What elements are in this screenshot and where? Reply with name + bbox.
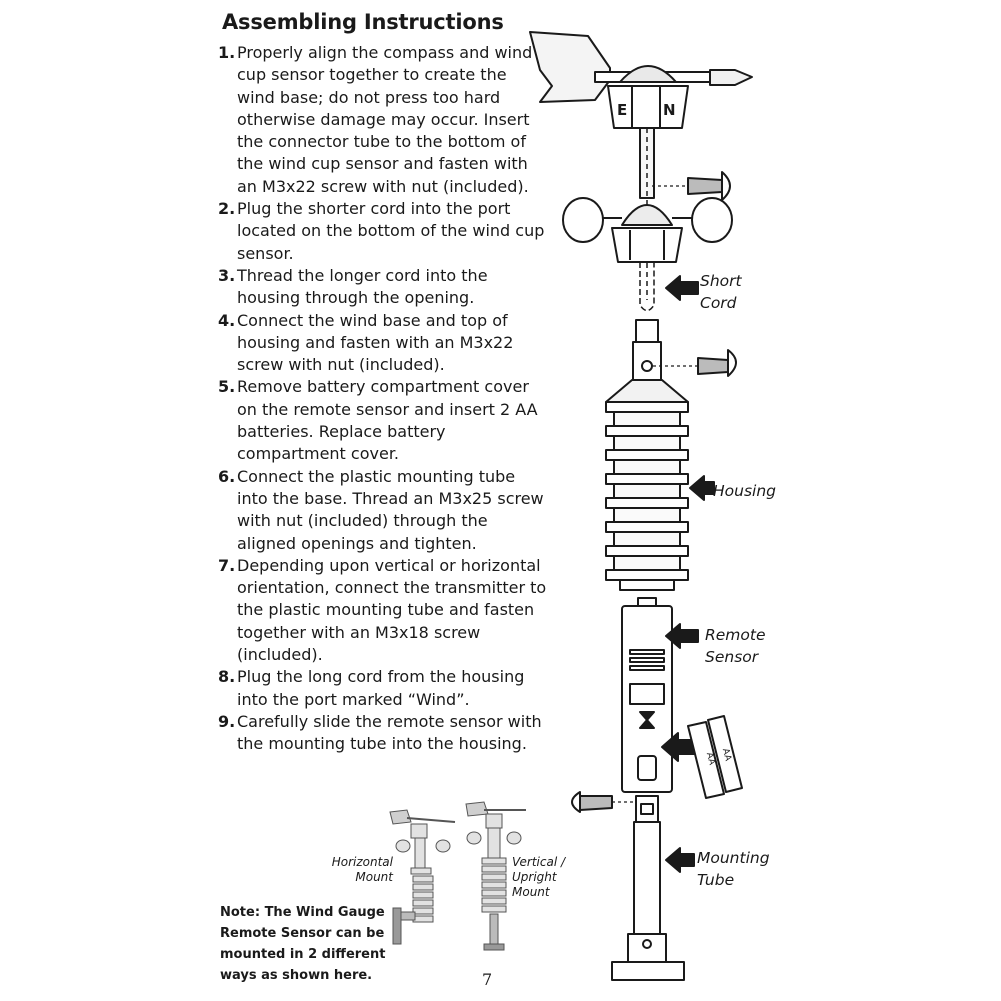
instruction-step: 3.Thread the longer cord into the housin… [218, 265, 548, 310]
arrow-icon [665, 847, 695, 873]
step-number: 4. [218, 310, 236, 330]
instruction-step: 7.Depending upon vertical or horizontal … [218, 555, 548, 666]
step-number: 7. [218, 555, 236, 575]
instruction-step: 4.Connect the wind base and top of housi… [218, 310, 548, 377]
step-text: Connect the wind base and top of housing… [237, 310, 514, 375]
vertical-mount-illustration [465, 801, 526, 951]
step-text: Connect the plastic mounting tube into t… [237, 466, 544, 553]
label-housing: Housing [713, 482, 777, 500]
label-horizontal-mount: Horizontal Mount [331, 855, 393, 884]
step-text: Depending upon vertical or horizontal or… [237, 555, 547, 665]
battery-label: AA [720, 747, 733, 762]
mounting-tube [611, 795, 685, 981]
arrow-icon [689, 475, 715, 501]
instruction-step: 2.Plug the shorter cord into the port lo… [218, 198, 548, 265]
arrow-icon [665, 275, 699, 301]
instruction-list: 1.Properly align the compass and wind cu… [218, 42, 548, 756]
compass-letter: E [617, 101, 627, 119]
step-text: Thread the longer cord into the housing … [237, 265, 488, 308]
label-remote-sensor: Remote Sensor [705, 626, 766, 666]
battery-label: AA [704, 751, 717, 766]
instruction-step: 5.Remove battery compartment cover on th… [218, 376, 548, 465]
step-number: 3. [218, 265, 236, 285]
housing [605, 379, 689, 591]
label-vertical-mount: Vertical / Upright Mount [512, 855, 566, 899]
instruction-step: 1.Properly align the compass and wind cu… [218, 42, 548, 198]
label-short-cord: Short Cord [700, 272, 742, 312]
label-mounting-tube: Mounting Tube [697, 849, 770, 889]
step-text: Plug the long cord from the housing into… [237, 667, 525, 709]
step-number: 9. [218, 711, 236, 731]
step-text: Properly align the compass and wind cup … [237, 43, 533, 196]
compass-letter: N [663, 101, 676, 119]
page-number: 7 [482, 970, 493, 989]
step-text: Remove battery compartment cover on the … [237, 377, 538, 464]
remote-sensor [621, 597, 673, 793]
screw [653, 349, 737, 377]
step-text: Plug the shorter cord into the port loca… [237, 199, 545, 263]
horizontal-mount-illustration [389, 809, 456, 945]
screw [652, 171, 731, 201]
short-cord [639, 262, 655, 312]
assembly-diagram: E N [529, 31, 753, 981]
step-number: 8. [218, 667, 236, 687]
wind-vane: E N [529, 31, 753, 129]
instruction-step: 8.Plug the long cord from the housing in… [218, 666, 548, 711]
instruction-step: 6.Connect the plastic mounting tube into… [218, 466, 548, 555]
arrow-icon [665, 623, 699, 649]
housing-top-tube [635, 319, 659, 343]
step-number: 5. [218, 377, 236, 397]
wind-cup-sensor [562, 197, 733, 263]
screw [571, 791, 638, 813]
step-number: 1. [218, 43, 236, 62]
battery: AA AA [687, 715, 743, 799]
step-number: 6. [218, 466, 236, 486]
step-text: Carefully slide the remote sensor with t… [237, 711, 542, 754]
instruction-step: 9.Carefully slide the remote sensor with… [218, 711, 548, 756]
step-number: 2. [218, 199, 236, 219]
page-title: Assembling Instructions [222, 10, 504, 34]
mounting-note: Note: The Wind Gauge Remote Sensor can b… [220, 905, 386, 983]
